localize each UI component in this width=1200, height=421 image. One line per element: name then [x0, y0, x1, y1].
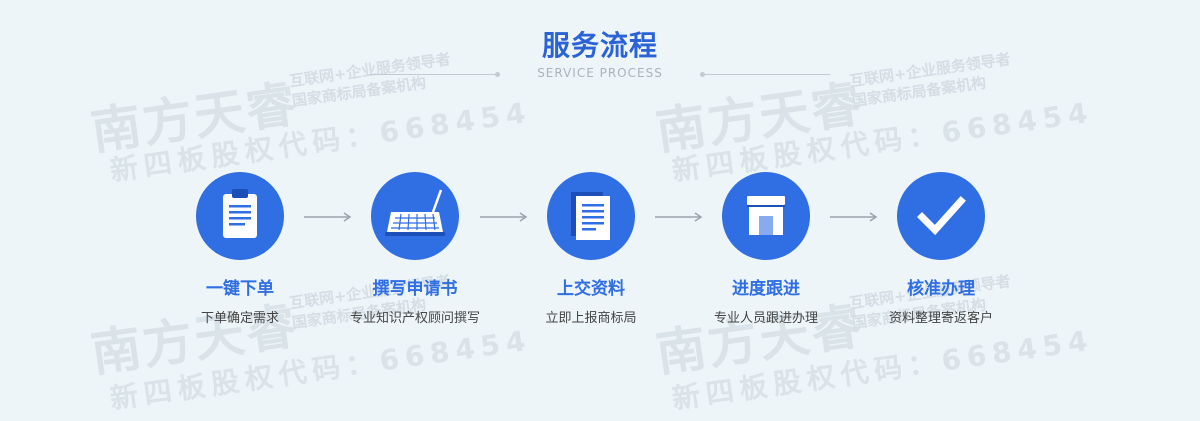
process-step-submit: 上交资料 立即上报商标局 [501, 172, 681, 326]
process-step-writing: 撰写申请书 专业知识产权顾问撰写 [325, 172, 505, 326]
step-title: 撰写申请书 [372, 279, 458, 299]
arrow-right-icon [304, 212, 352, 222]
step-icon-circle [196, 172, 284, 260]
store-icon [747, 196, 785, 235]
step-icon-circle [547, 172, 635, 260]
step-description: 专业人员跟进办理 [713, 311, 818, 326]
process-step-tracking: 进度跟进 专业人员跟进办理 [676, 172, 856, 326]
laptop-icon [385, 189, 445, 236]
step-icon-circle [371, 172, 459, 260]
step-icon-circle [897, 172, 985, 260]
section-subtitle: SERVICE PROCESS [537, 66, 663, 80]
watermark-code: 668454 [939, 323, 1096, 378]
step-description: 专业知识产权顾问撰写 [349, 311, 480, 326]
document-icon [571, 192, 610, 240]
step-description: 立即上报商标局 [545, 311, 637, 326]
process-step-order: 一键下单 下单确定需求 [150, 172, 330, 326]
step-title: 核准办理 [907, 279, 975, 299]
arrow-right-icon [655, 212, 703, 222]
step-icon-circle [722, 172, 810, 260]
watermark-code: 668454 [377, 95, 534, 150]
checkmark-icon [917, 196, 966, 236]
title-divider-right [700, 72, 830, 77]
step-title: 进度跟进 [732, 279, 800, 299]
step-description: 资料整理寄返客户 [888, 311, 993, 326]
title-divider-left [370, 72, 500, 77]
watermark-code: 668454 [939, 95, 1096, 150]
clipboard-icon [223, 189, 257, 238]
arrow-right-icon [480, 212, 528, 222]
step-title: 一键下单 [206, 279, 274, 299]
step-title: 上交资料 [557, 279, 625, 299]
step-description: 下单确定需求 [200, 311, 279, 326]
watermark-code: 668454 [377, 323, 534, 378]
process-step-approval: 核准办理 资料整理寄返客户 [851, 172, 1031, 326]
arrow-right-icon [830, 212, 878, 222]
section-title: 服务流程 [541, 29, 658, 62]
